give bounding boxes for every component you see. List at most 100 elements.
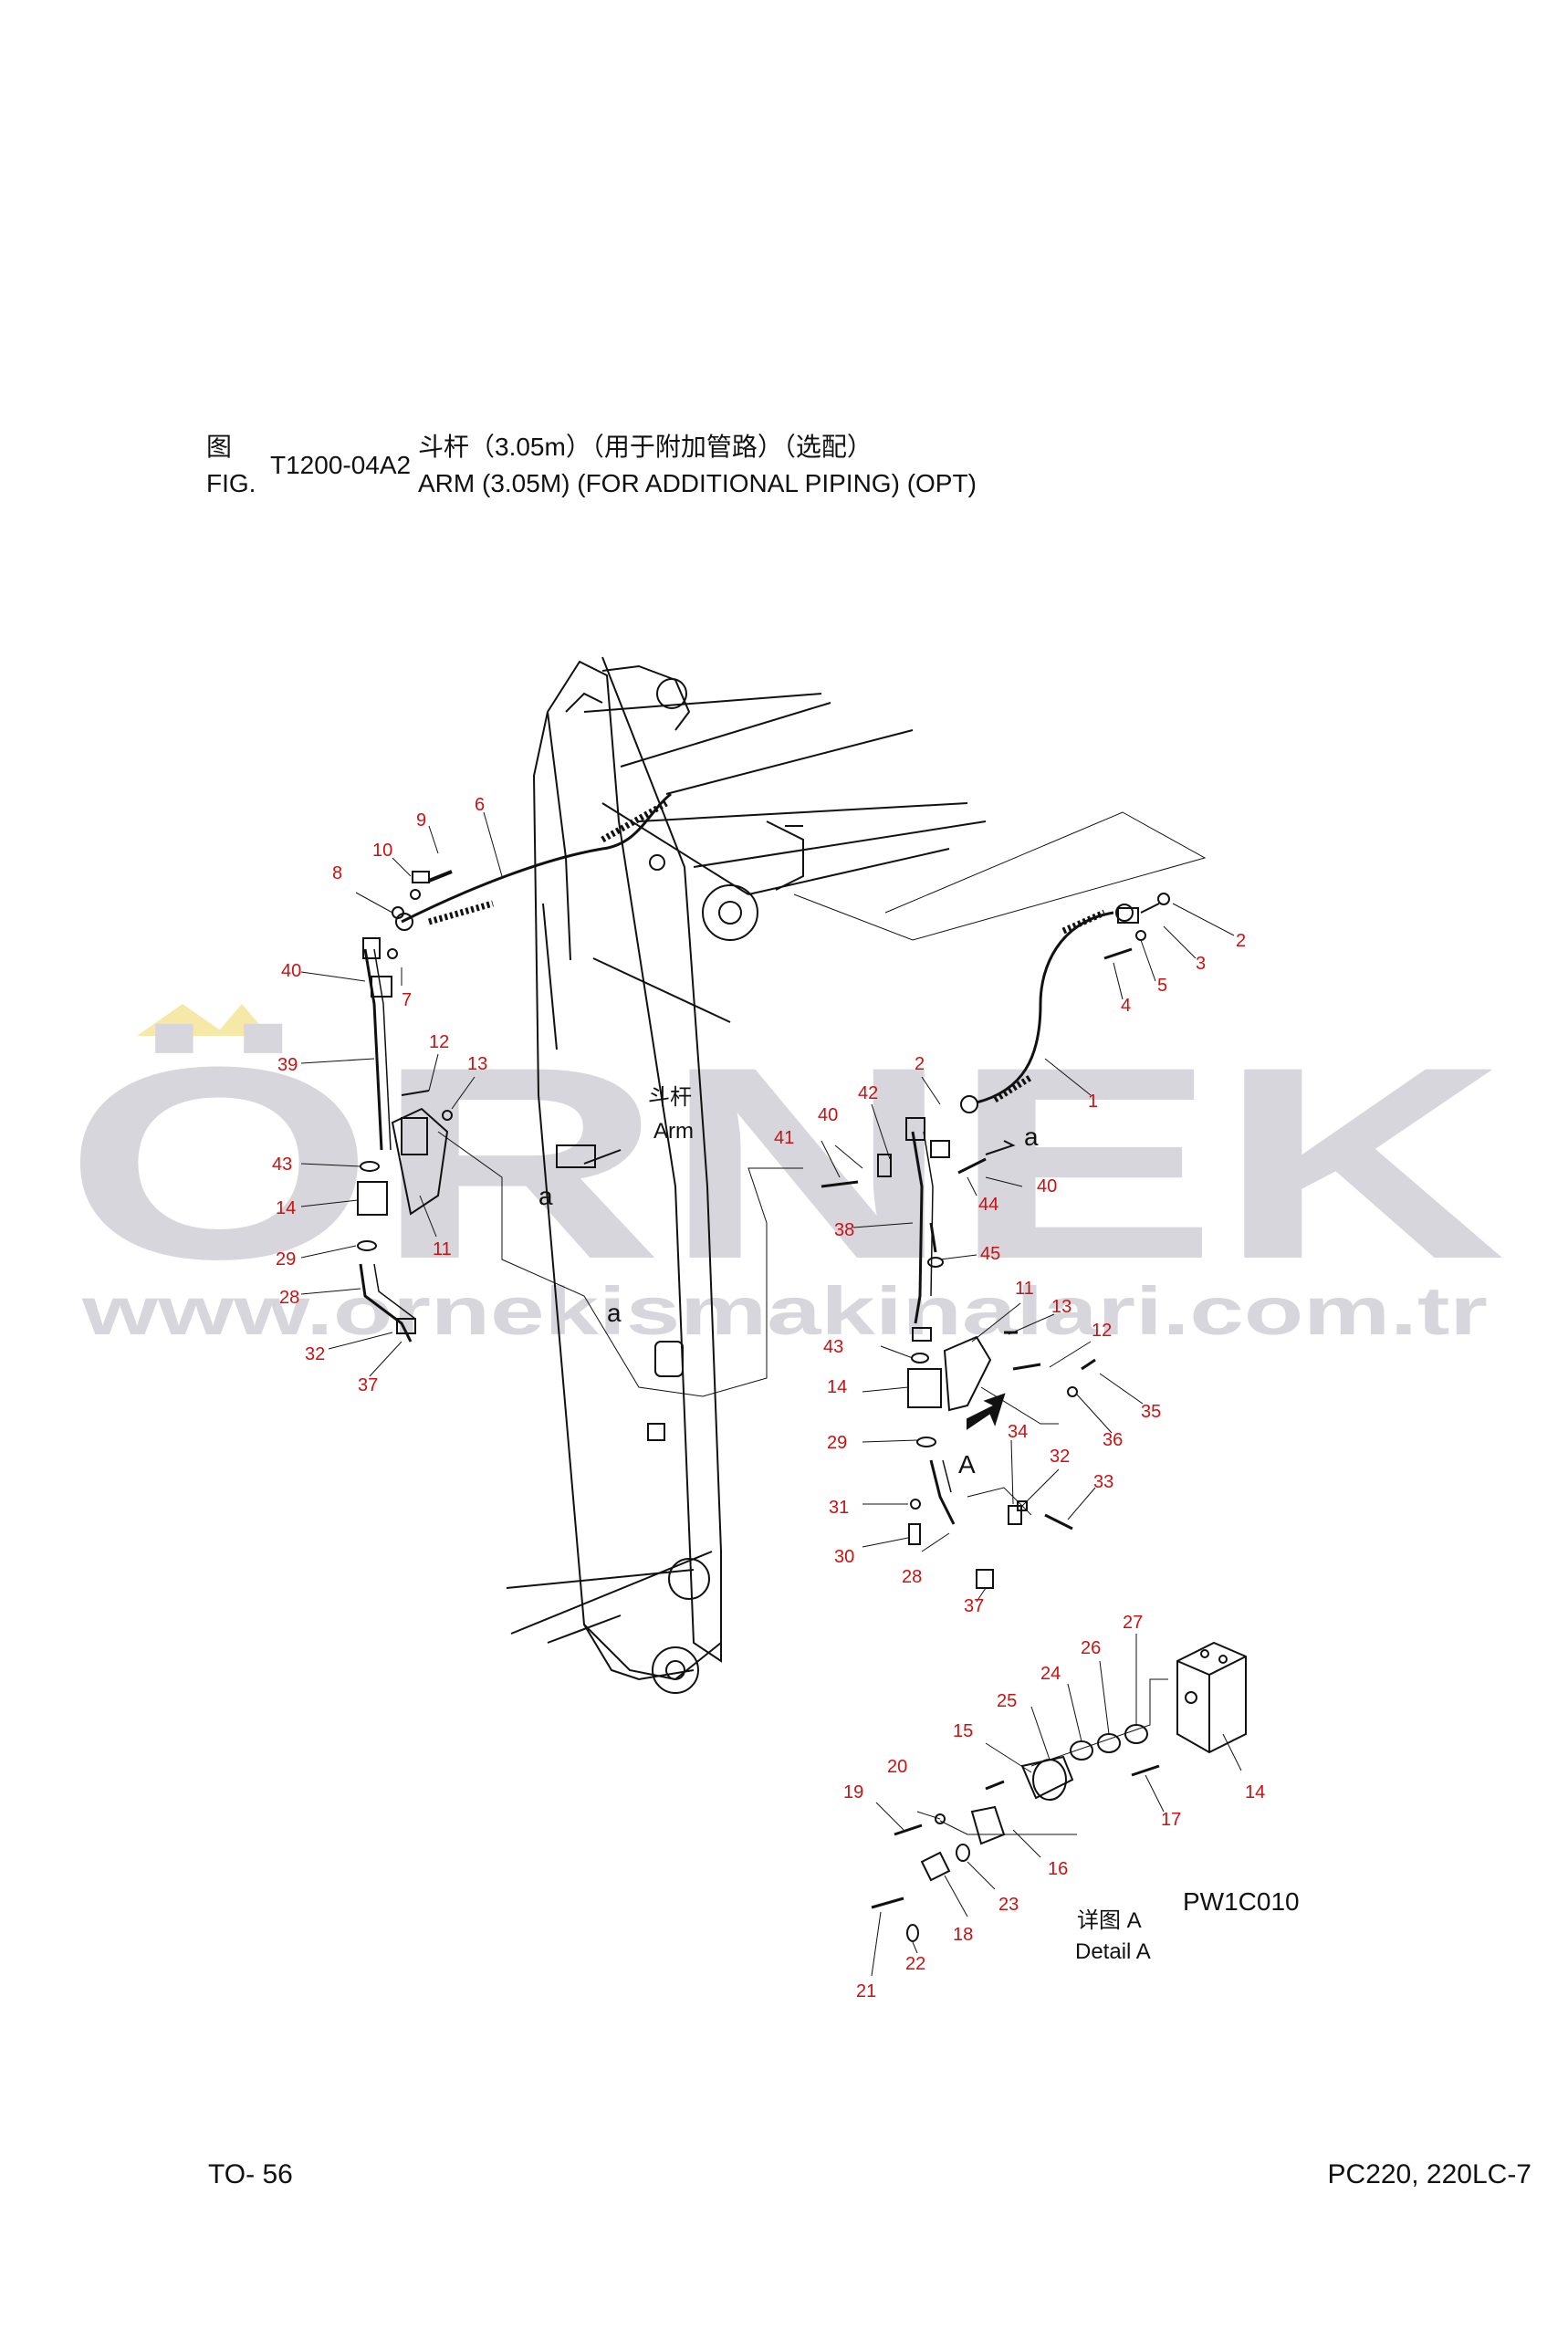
callout-13-right: 13 [1051, 1297, 1071, 1317]
callout-41: 41 [774, 1128, 794, 1148]
bolt-41 [821, 1180, 859, 1188]
callout-40-mid: 40 [818, 1105, 838, 1125]
arm-label-cn: 斗杆 [648, 1085, 692, 1110]
callout-8: 8 [332, 863, 342, 883]
callout-24: 24 [1040, 1664, 1061, 1684]
drawing-code: PW1C010 [1183, 1887, 1300, 1916]
fig-label-cn: 图 [206, 433, 233, 461]
callout-2-mid: 2 [915, 1054, 925, 1074]
callout-18: 18 [953, 1925, 973, 1945]
callout-37-right: 37 [964, 1596, 984, 1616]
title-cn: 斗杆（3.05m）（用于附加管路）（选配） [418, 433, 873, 461]
callout-6: 6 [475, 795, 485, 815]
view-label-a-left: a [538, 1182, 553, 1210]
callout-10: 10 [372, 841, 392, 861]
callout-40-left: 40 [281, 961, 301, 981]
callout-1: 1 [1088, 1092, 1098, 1112]
callout-7: 7 [402, 990, 412, 1010]
left-block [357, 1107, 449, 1343]
clamp-group [967, 1487, 1073, 1531]
pipe-39 [362, 937, 392, 1151]
callout-15: 15 [953, 1721, 973, 1741]
callout-43-right: 43 [823, 1337, 843, 1357]
callout-32-right: 32 [1050, 1447, 1070, 1467]
callout-30: 30 [834, 1547, 854, 1567]
callout-28-right: 28 [902, 1567, 922, 1587]
detail-marker-a: A [958, 1450, 976, 1479]
watermark-accent-right [214, 1004, 269, 1036]
arm-bottom-pin [506, 1551, 713, 1694]
clamp-block-left [556, 1144, 596, 1168]
callout-31: 31 [829, 1498, 849, 1518]
callout-20: 20 [887, 1757, 907, 1777]
callout-28-left: 28 [279, 1288, 299, 1308]
callout-19: 19 [843, 1782, 863, 1802]
arm-label-en: Arm [653, 1119, 694, 1144]
leader-lines [300, 811, 1242, 1977]
callout-14-right: 14 [827, 1377, 847, 1397]
detail-a-en: Detail A [1075, 1939, 1151, 1964]
callout-labels: 9 6 10 8 7 40 39 12 13 43 14 11 29 28 32… [272, 795, 1265, 2001]
callout-45: 45 [980, 1244, 1000, 1264]
leader-bracket-bolts [980, 1386, 1059, 1425]
callout-5: 5 [1157, 976, 1167, 996]
page-number: TO- 56 [208, 2159, 293, 2189]
watermark-accent-left [137, 1004, 228, 1036]
boom-cylinder [583, 664, 987, 941]
fig-number: T1200-04A2 [270, 451, 412, 479]
watermark-url: www.ornekismakinalari.com.tr [81, 1273, 1488, 1349]
callout-27: 27 [1123, 1613, 1143, 1633]
leader-left-to-right [437, 1131, 803, 1397]
callout-12-left: 12 [429, 1032, 449, 1052]
washer-13-left [442, 1110, 453, 1121]
view-arrow-right [967, 1393, 1006, 1430]
callout-43-left: 43 [272, 1155, 292, 1175]
callout-35: 35 [1141, 1402, 1161, 1422]
arm-top-pin [649, 820, 804, 891]
callout-40-right: 40 [1037, 1176, 1057, 1196]
callout-11-left: 11 [433, 1239, 452, 1259]
bolt-near-38 [929, 1222, 937, 1253]
hose-6-armor [601, 799, 668, 843]
hose-6 [401, 792, 672, 924]
callout-16: 16 [1048, 1859, 1068, 1879]
callout-26: 26 [1081, 1638, 1101, 1658]
callout-38: 38 [834, 1220, 854, 1240]
hose-6-armor-left [428, 900, 494, 925]
callout-42: 42 [858, 1083, 878, 1103]
detail-a-assembly [871, 1641, 1247, 1942]
view-arrow-a-left [583, 1149, 622, 1165]
view-label-a-right: a [1024, 1123, 1039, 1151]
callout-32-left: 32 [305, 1344, 325, 1364]
callout-17: 17 [1161, 1810, 1181, 1830]
callout-14-detail: 14 [1245, 1782, 1265, 1802]
left-fittings [387, 870, 453, 959]
callout-37-left: 37 [358, 1375, 378, 1395]
callout-4: 4 [1121, 996, 1131, 1016]
callout-25: 25 [997, 1691, 1017, 1711]
arm-bracket [647, 1423, 665, 1441]
washer-45 [927, 1257, 944, 1268]
callout-29-right: 29 [827, 1433, 847, 1453]
hose-1 [960, 893, 1170, 1113]
callout-2-top: 2 [1236, 931, 1246, 951]
callout-14-left: 14 [276, 1198, 296, 1218]
arm-body [532, 656, 749, 1681]
detail-a-cn: 详图 A [1077, 1908, 1142, 1933]
callout-29-left: 29 [276, 1249, 296, 1270]
leader-upper-right [793, 811, 1207, 941]
bolt-12-left [401, 1090, 430, 1096]
callout-34: 34 [1008, 1422, 1028, 1442]
callout-22: 22 [905, 1954, 925, 1974]
callout-36: 36 [1103, 1430, 1123, 1450]
model-number: PC220, 220LC-7 [1327, 2159, 1531, 2189]
arm-boss [654, 1341, 684, 1377]
title-en: ARM (3.05M) (FOR ADDITIONAL PIPING) (OPT… [418, 469, 977, 497]
watermark-brand: ÖRNEK [64, 1009, 1506, 1316]
callout-9: 9 [416, 810, 426, 831]
callout-12-right: 12 [1092, 1321, 1112, 1341]
view-label-a-small: a [607, 1299, 622, 1327]
pipe-38 [877, 1117, 987, 1342]
